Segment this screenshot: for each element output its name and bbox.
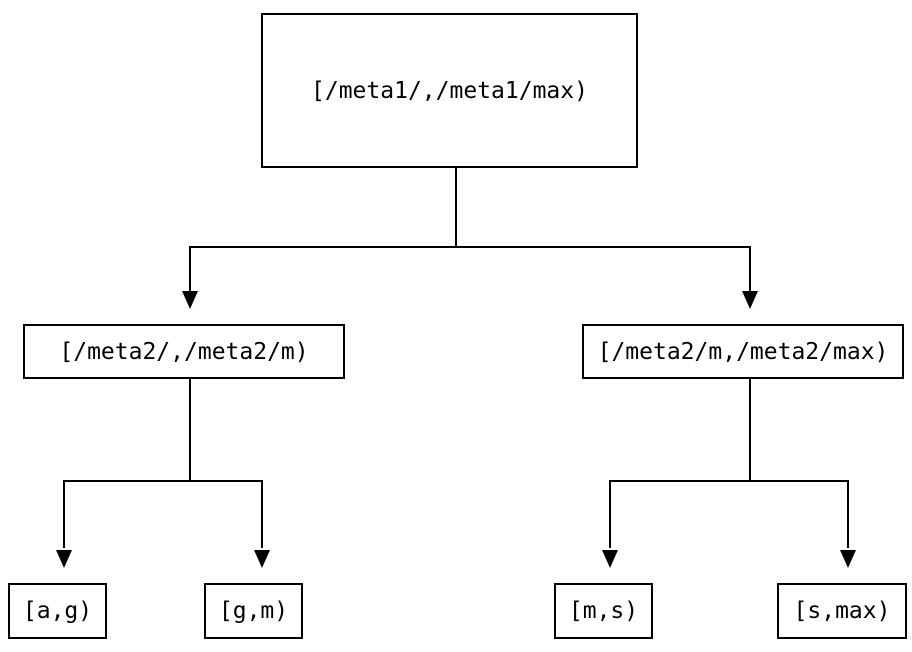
node-leaf-ag-label: [a,g) bbox=[22, 598, 93, 624]
node-child-left: [/meta2/,/meta2/m) bbox=[23, 324, 345, 379]
edge-root-drop-right bbox=[749, 246, 751, 291]
arrow-down-icon bbox=[840, 550, 856, 568]
node-leaf-ms-label: [m,s) bbox=[568, 598, 639, 624]
edge-left-drop-ag bbox=[63, 480, 65, 548]
edge-left-crossbar bbox=[63, 480, 263, 482]
edge-right-stem bbox=[749, 379, 751, 482]
edge-left-stem bbox=[189, 379, 191, 482]
node-child-right-label: [/meta2/m,/meta2/max) bbox=[597, 338, 889, 365]
node-leaf-smax-label: [s,max) bbox=[793, 598, 891, 624]
node-child-right: [/meta2/m,/meta2/max) bbox=[582, 324, 904, 379]
node-root-label: [/meta1/,/meta1/max) bbox=[311, 77, 588, 104]
node-leaf-ag: [a,g) bbox=[8, 583, 107, 639]
edge-right-drop-ms bbox=[609, 480, 611, 548]
node-leaf-gm: [g,m) bbox=[204, 583, 303, 639]
arrow-down-icon bbox=[182, 291, 198, 309]
edge-right-drop-smax bbox=[847, 480, 849, 548]
arrow-down-icon bbox=[254, 550, 270, 568]
arrow-down-icon bbox=[602, 550, 618, 568]
edge-root-crossbar bbox=[189, 246, 751, 248]
node-leaf-smax: [s,max) bbox=[777, 583, 907, 639]
node-leaf-gm-label: [g,m) bbox=[218, 598, 289, 624]
arrow-down-icon bbox=[56, 550, 72, 568]
edge-root-drop-left bbox=[189, 246, 191, 291]
edge-right-crossbar bbox=[609, 480, 849, 482]
arrow-down-icon bbox=[742, 291, 758, 309]
node-child-left-label: [/meta2/,/meta2/m) bbox=[59, 338, 309, 365]
edge-root-stem bbox=[455, 168, 457, 246]
node-leaf-ms: [m,s) bbox=[554, 583, 653, 639]
node-root: [/meta1/,/meta1/max) bbox=[261, 13, 638, 168]
edge-left-drop-gm bbox=[261, 480, 263, 548]
